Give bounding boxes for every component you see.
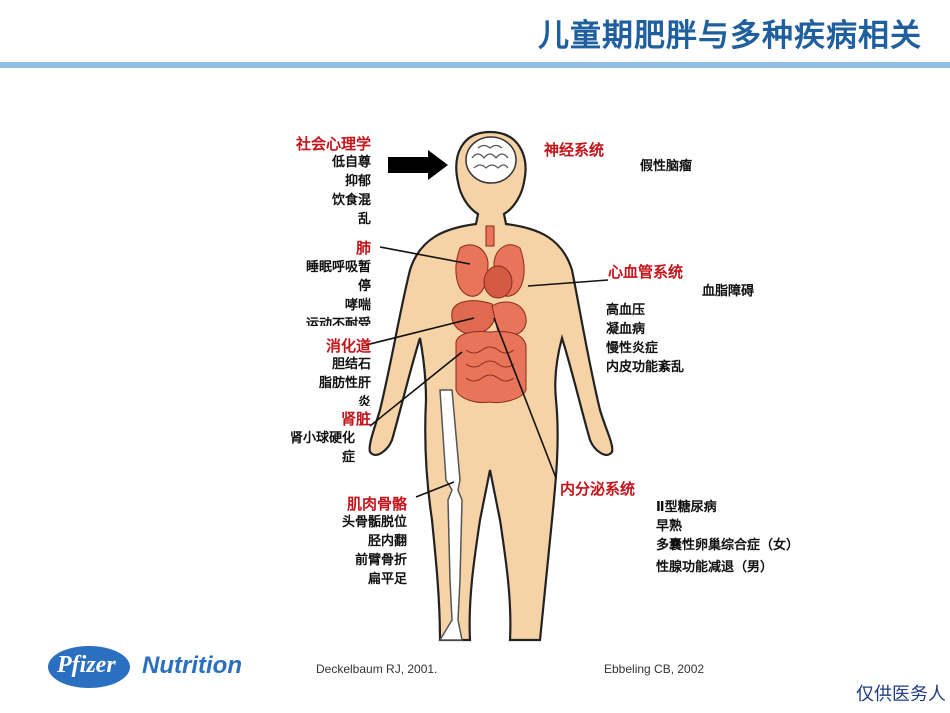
cardiovascular-item: 凝血病 <box>606 321 645 340</box>
psychosocial-item: 饮食混 <box>270 192 371 211</box>
lung-item: 哮喘 <box>270 297 371 316</box>
musculoskeletal-item: 扁平足 <box>300 571 407 590</box>
cardiovascular-item: 高血压 <box>606 302 645 321</box>
endocrine-label: 内分泌系统 <box>560 478 635 499</box>
citation: Deckelbaum RJ, 2001. <box>316 662 437 676</box>
digestive-item: 脂肪性肝 <box>270 375 371 394</box>
cardiovascular-item: 血脂障碍 <box>702 283 754 302</box>
lung-label: 肺 <box>270 237 371 258</box>
lung-item: 睡眠呼吸暂 <box>270 259 371 278</box>
nervous-item: 假性脑瘤 <box>640 158 692 177</box>
lung-item: 运动不耐受 <box>270 316 371 326</box>
cardiovascular-label: 心血管系统 <box>608 261 683 282</box>
psychosocial-item: 乱 <box>270 211 371 230</box>
musculoskeletal-item: 前臂骨折 <box>300 552 407 571</box>
arrow-icon <box>388 150 448 180</box>
cardiovascular-item: 内皮功能紊乱 <box>606 359 684 378</box>
endocrine-item: 早熟 <box>656 518 682 537</box>
psychosocial-item: 抑郁 <box>270 173 371 192</box>
psychosocial-label: 社会心理学 <box>270 133 371 154</box>
musculoskeletal-label: 肌肉骨骼 <box>300 493 407 514</box>
digestive-label: 消化道 <box>270 335 371 356</box>
kidney-item: 肾小球硬化 <box>250 430 355 449</box>
pfizer-nutrition-logo: Pfizer Nutrition <box>48 644 248 690</box>
endocrine-item: 性腺功能减退（男） <box>656 559 773 578</box>
nervous-label: 神经系统 <box>544 139 604 160</box>
citation: Ebbeling CB, 2002 <box>604 662 704 676</box>
digestive-item: 炎 <box>270 394 371 406</box>
kidney-label: 肾脏 <box>270 408 371 429</box>
footer-note: 仅供医务人 <box>856 680 946 706</box>
logo-division: Nutrition <box>142 652 242 680</box>
endocrine-item: 多囊性卵巢综合症（女） <box>656 537 799 556</box>
psychosocial-item: 低自尊 <box>270 154 371 173</box>
musculoskeletal-item: 头骨骺脱位 <box>300 514 407 533</box>
musculoskeletal-item: 胫内翻 <box>300 533 407 552</box>
cardiovascular-item: 慢性炎症 <box>606 340 658 359</box>
digestive-item: 胆结石 <box>270 356 371 375</box>
logo-brand: Pfizer <box>57 652 116 679</box>
endocrine-item: Ⅱ型糖尿病 <box>656 499 717 518</box>
brain-shape <box>466 137 516 183</box>
lung-item: 停 <box>270 278 371 297</box>
kidney-item: 症 <box>250 449 355 468</box>
